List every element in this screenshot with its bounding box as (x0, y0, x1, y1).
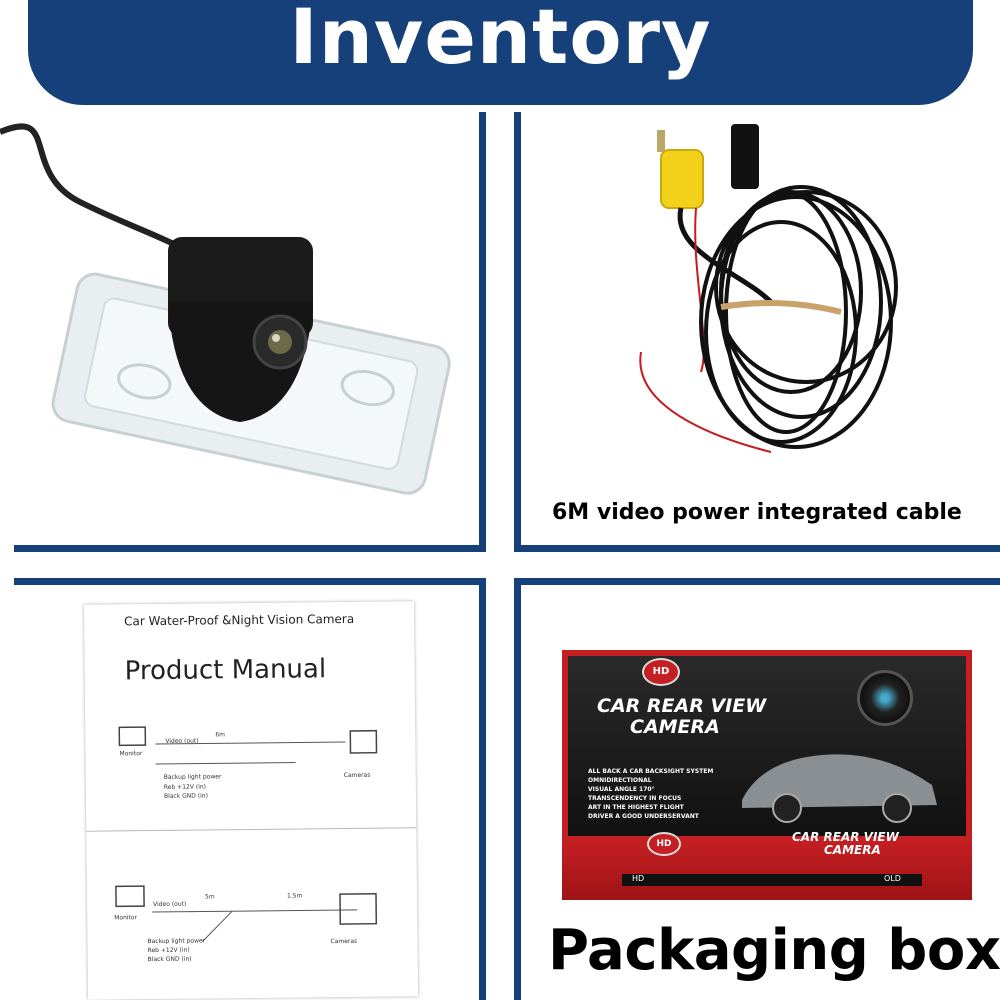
strip-right-label: OLD (884, 874, 901, 883)
d2-black: Black GND (in) (147, 955, 192, 964)
d2-length2: 1.5m (286, 892, 303, 900)
cable-image (639, 124, 898, 453)
vertical-divider-left-top (479, 112, 486, 552)
camera-panel (0, 112, 479, 545)
d2-monitor: Monitor (114, 914, 138, 922)
cable-caption: 6M video power integrated cable (552, 500, 962, 525)
page-title: Inventory (289, 0, 712, 81)
box-bottom-hd-badge: HD (647, 832, 681, 856)
d1-red: Reb +12V (in) (163, 783, 207, 791)
horizontal-divider-left-top (14, 545, 486, 552)
manual-sheet: Car Water-Proof &Night Vision Camera Pro… (83, 601, 419, 1000)
strip-left-label: HD (632, 874, 645, 883)
camera-image (0, 123, 451, 495)
box-title-line1: CAR REAR VIEW (597, 695, 767, 717)
box-bottom-title-line1: CAR REAR VIEW (792, 830, 899, 844)
d1-length: 6m (215, 731, 226, 739)
d1-cameras: Cameras (343, 771, 371, 780)
box-feature-3: VISUAL ANGLE 170° (588, 786, 655, 793)
d2-backup: Backup light power (147, 937, 206, 946)
horizontal-divider-right-bottom (514, 578, 1000, 585)
horizontal-divider-right-top (514, 545, 1000, 552)
box-camera-lens-icon (857, 670, 913, 726)
d1-video: Video (out) (165, 737, 199, 745)
box-color-strip: HD OLD (622, 874, 922, 886)
header-banner: Inventory (28, 0, 973, 105)
box-feature-1: ALL BACK A CAR BACKSIGHT SYSTEM (588, 768, 714, 775)
d2-red: Reb +12V (in) (147, 946, 190, 955)
manual-title: Product Manual (124, 654, 327, 687)
d1-backup: Backup light power (163, 773, 222, 781)
vertical-divider-right-top (514, 112, 521, 552)
box-hd-badge: HD (642, 658, 680, 686)
vertical-divider-right-bottom (514, 578, 521, 1000)
vertical-divider-left-bottom (479, 578, 486, 1000)
box-feature-5: ART IN THE HIGHEST FLIGHT (588, 804, 684, 811)
box-caption: Packaging box (548, 918, 1000, 983)
manual-section-divider (86, 827, 417, 832)
d2-cameras: Cameras (330, 937, 358, 946)
d2-length1: 5m (204, 893, 215, 901)
box-bottom-title-line2: CAMERA (824, 843, 881, 857)
wiring-diagram-2 (115, 885, 378, 942)
box-feature-6: DRIVER A GOOD UNDERSERVANT (588, 813, 699, 820)
d2-video: Video (out) (153, 900, 187, 909)
box-bottom-face (562, 842, 972, 900)
cable-panel (521, 112, 1000, 545)
box-feature-2: OMNIDIRECTIONAL (588, 777, 652, 784)
packaging-box-image: HD CAR REAR VIEW CAMERA ALL BACK A CAR B… (562, 640, 972, 900)
box-title-line2: CAMERA (630, 716, 720, 738)
box-car-illustration (742, 754, 937, 823)
d1-black: Black GND (in) (163, 792, 208, 800)
box-feature-4: TRANSCENDENCY IN FOCUS (588, 795, 682, 802)
wiring-diagram-1 (118, 726, 378, 765)
manual-subtitle: Car Water-Proof &Night Vision Camera (124, 611, 355, 629)
horizontal-divider-left-bottom (14, 578, 486, 585)
d1-monitor: Monitor (119, 750, 143, 758)
